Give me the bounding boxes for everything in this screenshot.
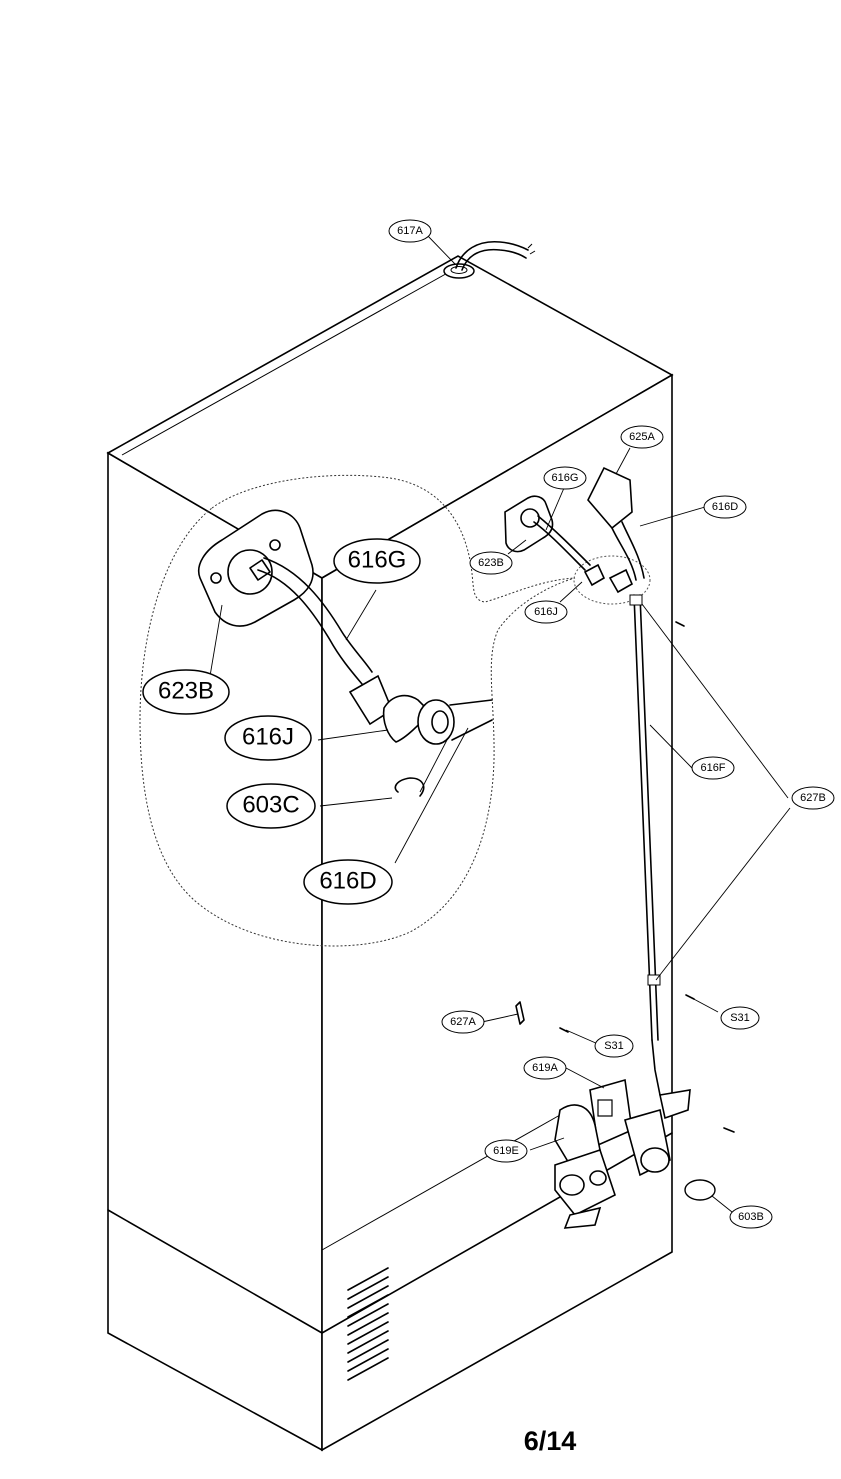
callout-627B-label: 627B bbox=[800, 792, 826, 804]
callout-603B: 603B bbox=[729, 1205, 773, 1229]
callout-627A: 627A bbox=[441, 1010, 485, 1034]
callout-616G-label: 616G bbox=[552, 472, 579, 484]
callout-625A-label: 625A bbox=[629, 431, 655, 443]
detail-callout-616J-label: 616J bbox=[242, 723, 294, 750]
detail-callout-623B-label: 623B bbox=[158, 677, 214, 704]
detail-callout-616G: 616G bbox=[333, 538, 421, 584]
detail-callout-603C: 603C bbox=[226, 783, 316, 829]
callout-625A: 625A bbox=[620, 425, 664, 449]
callout-619E-label: 619E bbox=[493, 1145, 519, 1157]
callout-616D: 616D bbox=[703, 495, 747, 519]
water-line-assembly bbox=[504, 466, 735, 1133]
water-valve-assembly bbox=[554, 1039, 716, 1229]
detail-callout-623B: 623B bbox=[142, 669, 230, 715]
callout-623B: 623B bbox=[469, 551, 513, 575]
callout-603B-label: 603B bbox=[738, 1211, 764, 1223]
detail-callout-616D-label: 616D bbox=[319, 867, 376, 894]
detail-callout-616G-label: 616G bbox=[348, 546, 407, 573]
callout-616G: 616G bbox=[543, 466, 587, 490]
refrigerator-cabinet bbox=[106, 255, 674, 1452]
detail-bubble bbox=[139, 474, 651, 947]
top-grommet-tube bbox=[443, 241, 536, 279]
page-number: 6/14 bbox=[523, 1426, 577, 1456]
callout-616J-label: 616J bbox=[534, 606, 558, 618]
callout-S31-left-label: S31 bbox=[604, 1040, 624, 1052]
callout-619A-label: 619A bbox=[532, 1062, 558, 1074]
leader-lines bbox=[425, 233, 791, 1213]
detail-callout-616J: 616J bbox=[224, 715, 312, 761]
callout-617A-label: 617A bbox=[397, 225, 423, 237]
detail-callout-603C-label: 603C bbox=[242, 791, 299, 818]
callout-S31-right: S31 bbox=[720, 1006, 760, 1030]
callout-619E: 619E bbox=[484, 1139, 528, 1163]
callout-616D-label: 616D bbox=[712, 501, 738, 513]
callout-617A: 617A bbox=[388, 219, 432, 243]
callout-623B-label: 623B bbox=[478, 557, 504, 569]
callout-616F-label: 616F bbox=[700, 762, 725, 774]
callout-619A: 619A bbox=[523, 1056, 567, 1080]
vent-grille bbox=[347, 1267, 389, 1381]
callout-616F: 616F bbox=[691, 756, 735, 780]
callout-616J: 616J bbox=[524, 600, 568, 624]
callout-S31-right-label: S31 bbox=[730, 1012, 750, 1024]
callout-S31-left: S31 bbox=[594, 1034, 634, 1058]
callout-627B: 627B bbox=[791, 786, 835, 810]
callout-627A-label: 627A bbox=[450, 1016, 476, 1028]
detail-callout-616D: 616D bbox=[303, 859, 393, 905]
